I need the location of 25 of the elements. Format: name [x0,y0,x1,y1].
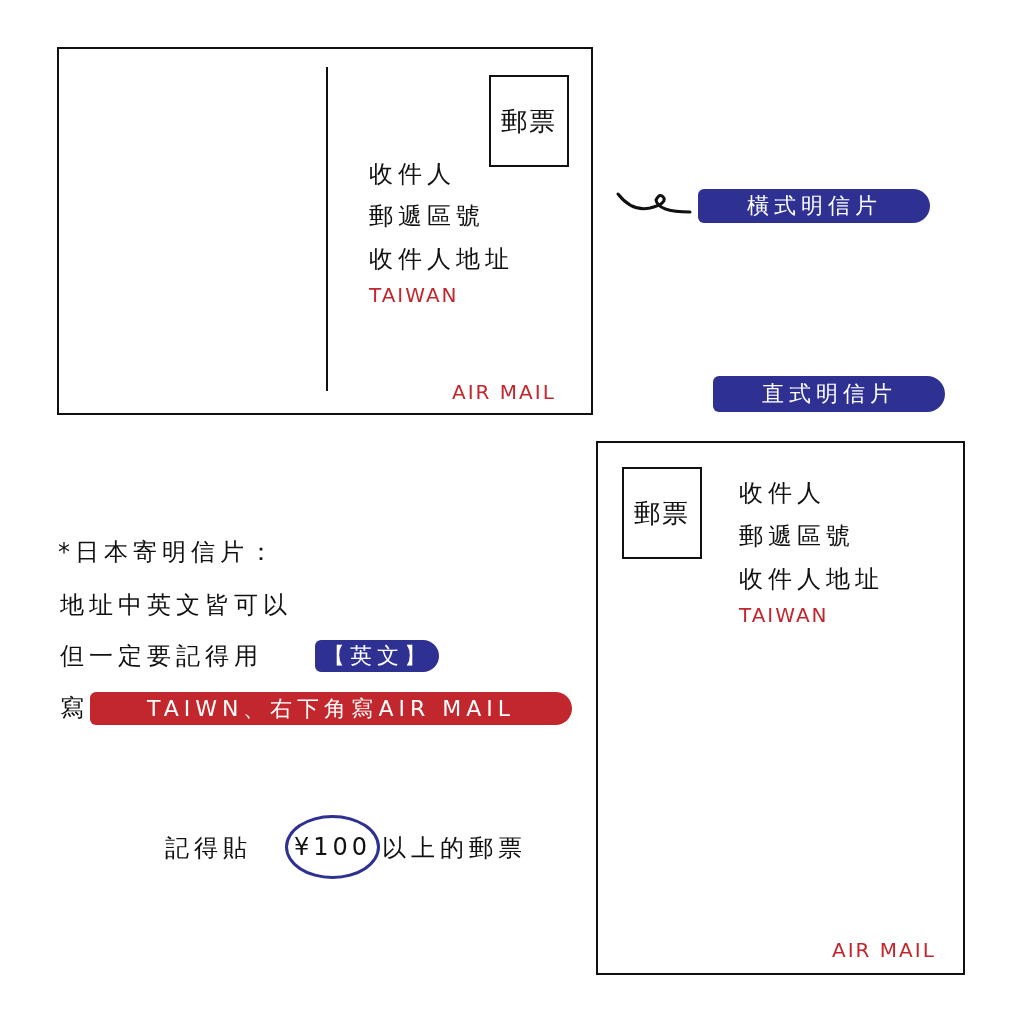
note-text: 但一定要記得用 [60,641,263,672]
address-line: 收件人 [369,159,456,190]
note-text: 寫 [60,693,89,724]
air-mail-label: AIR MAIL [452,379,556,406]
country-label: TAIWAN [739,602,829,629]
address-line: 收件人 [739,478,826,509]
address-line: 收件人地址 [369,244,514,275]
country-label: TAIWAN [369,282,459,309]
note-text: *日本寄明信片： [58,537,278,568]
address-line: 郵遞區號 [369,201,485,232]
highlight-label: 【英文】 [315,640,439,672]
highlight-label: TAIWN、右下角寫AIR MAIL [90,692,572,725]
postcard [57,47,593,415]
note-text: 記得貼 [165,833,252,864]
note-text: 以上的郵票 [382,833,527,864]
note-text: 地址中英文皆可以 [60,590,292,621]
stamp-box: 郵票 [622,467,702,559]
postcard [596,441,965,975]
circled-price: ¥100 [285,815,380,879]
air-mail-label: AIR MAIL [832,937,936,964]
stamp-box: 郵票 [489,75,569,167]
address-line: 收件人地址 [739,564,884,595]
highlight-label: 橫式明信片 [698,189,930,223]
highlight-label: 直式明信片 [713,376,945,412]
address-line: 郵遞區號 [739,521,855,552]
